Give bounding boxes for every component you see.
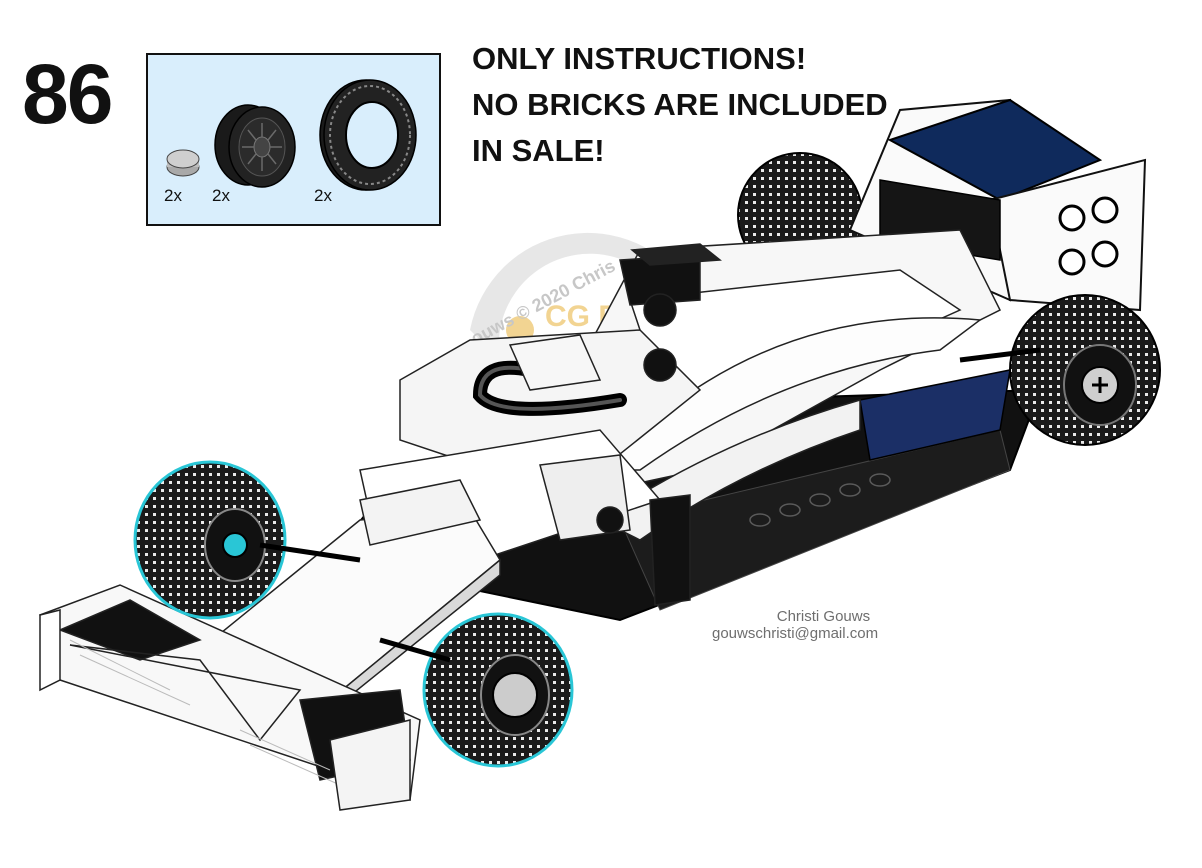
rear-right-wheel	[1009, 294, 1161, 446]
author-name: Christi Gouws	[776, 608, 871, 625]
tire-part	[319, 79, 417, 191]
step-number: 86	[22, 47, 113, 141]
notice-line-3: IN SALE!	[472, 133, 605, 168]
wheel-rim-part	[214, 104, 296, 188]
part-qty-tile: 2x	[164, 186, 182, 205]
part-qty-tire: 2x	[314, 186, 332, 205]
round-tile-part	[166, 149, 200, 177]
parts-illustration	[166, 79, 417, 191]
halo	[472, 334, 627, 416]
notice-line-2: NO BRICKS ARE INCLUDED	[472, 87, 888, 122]
part-qty-rim: 2x	[212, 186, 230, 205]
notice-line-1: ONLY INSTRUCTIONS!	[472, 41, 807, 76]
suspension	[259, 347, 1041, 663]
author-credit: Christi Gouws gouwschristi@gmail.com	[712, 608, 878, 642]
front-right-wheel	[422, 612, 574, 768]
sale-notice: ONLY INSTRUCTIONS! NO BRICKS ARE INCLUDE…	[472, 36, 888, 174]
car-body	[359, 229, 1002, 606]
author-email: gouwschristi@gmail.com	[712, 625, 879, 642]
front-left-wheel	[133, 460, 287, 620]
parts-list-panel: 2x 2x 2x	[146, 53, 441, 226]
front-wing	[39, 584, 421, 811]
